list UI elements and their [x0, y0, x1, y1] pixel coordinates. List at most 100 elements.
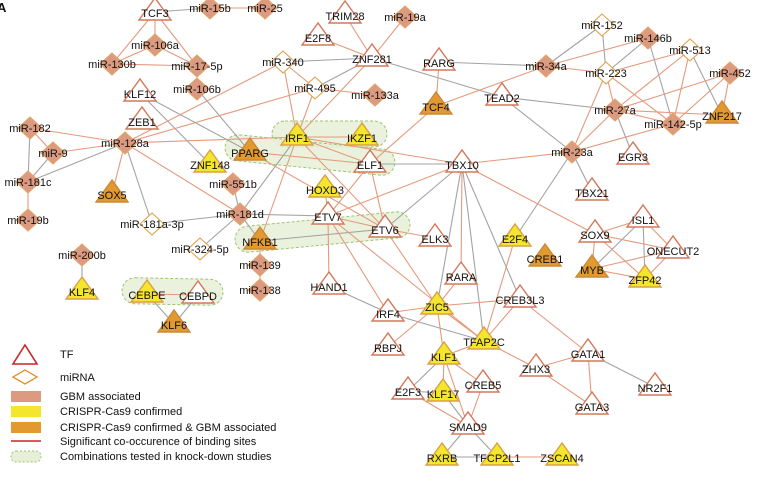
node-label: miR-182 — [9, 123, 51, 135]
node-znf281[interactable]: ZNF281 — [352, 42, 392, 67]
node-mir-340[interactable]: miR-340 — [262, 50, 304, 74]
node-smad9[interactable]: SMAD9 — [449, 410, 487, 435]
node-mir-25[interactable]: miR-25 — [247, 0, 283, 20]
node-zhx3[interactable]: ZHX3 — [518, 352, 554, 377]
node-e2f3[interactable]: E2F3 — [390, 375, 426, 400]
node-mir-106a[interactable]: miR-106a — [131, 33, 180, 57]
node-pparg[interactable]: PPARG — [231, 136, 269, 161]
node-label: ZEB1 — [128, 117, 156, 129]
node-znf217[interactable]: ZNF217 — [702, 99, 742, 124]
node-tfcp2l1[interactable]: TFCP2L1 — [473, 441, 521, 466]
node-isl1[interactable]: ISL1 — [625, 203, 661, 228]
node-label: miR-181d — [216, 209, 264, 221]
node-mir-181a-3p[interactable]: miR-181a-3p — [120, 212, 184, 236]
node-klf17[interactable]: KLF17 — [425, 377, 461, 402]
node-mir-23a[interactable]: miR-23a — [551, 140, 594, 164]
node-e2f8[interactable]: E2F8 — [300, 21, 336, 46]
node-mir-19a[interactable]: miR-19a — [384, 5, 427, 29]
node-mir-181c[interactable]: miR-181c — [4, 170, 52, 194]
node-mir-9[interactable]: miR-9 — [38, 141, 68, 165]
tf-triangle-icon — [327, 0, 363, 24]
node-e2f4[interactable]: E2F4 — [497, 222, 533, 247]
node-creb3l3[interactable]: CREB3L3 — [496, 283, 545, 308]
node-mir-324-5p[interactable]: miR-324-5p — [171, 237, 229, 261]
node-mir-139[interactable]: miR-139 — [239, 253, 281, 277]
node-mir-106b[interactable]: miR-106b — [173, 77, 221, 101]
node-nr2f1[interactable]: NR2F1 — [638, 371, 673, 396]
node-hoxd3[interactable]: HOXD3 — [306, 173, 344, 198]
node-mir-142-5p[interactable]: miR-142-5p — [644, 112, 702, 136]
node-nfkb1[interactable]: NFKB1 — [242, 225, 278, 250]
node-myb[interactable]: MYB — [574, 253, 610, 278]
node-label: ZHX3 — [522, 364, 550, 376]
node-mir-223[interactable]: miR-223 — [585, 61, 627, 85]
node-label: miR-146b — [624, 33, 672, 45]
mirna-diamond-icon — [184, 54, 210, 78]
node-klf12[interactable]: KLF12 — [122, 77, 158, 102]
node-tbx21[interactable]: TBX21 — [574, 176, 610, 201]
node-etv7[interactable]: ETV7 — [310, 200, 346, 225]
node-mir-130b[interactable]: miR-130b — [88, 52, 136, 76]
node-mir-128a[interactable]: miR-128a — [101, 131, 150, 155]
legend-both-swatch — [11, 422, 41, 433]
node-zfp42[interactable]: ZFP42 — [627, 263, 663, 288]
node-mir-17-5p[interactable]: miR-17-5p — [171, 54, 223, 78]
node-mir-146b[interactable]: miR-146b — [624, 26, 672, 50]
node-rxrb[interactable]: RXRB — [424, 441, 460, 466]
node-mir-138[interactable]: miR-138 — [239, 278, 281, 302]
node-mir-513[interactable]: miR-513 — [669, 38, 711, 62]
node-sox5[interactable]: SOX5 — [94, 178, 130, 203]
node-cebpd[interactable]: CEBPD — [179, 279, 217, 304]
other-edge-mir-106b-pparg — [196, 88, 251, 153]
node-klf1[interactable]: KLF1 — [426, 340, 462, 365]
node-zic5[interactable]: ZIC5 — [419, 290, 455, 315]
node-gata1[interactable]: GATA1 — [570, 337, 606, 362]
node-mir-152[interactable]: miR-152 — [581, 13, 623, 37]
node-creb1[interactable]: CREB1 — [527, 242, 564, 267]
node-tfap2c[interactable]: TFAP2C — [463, 325, 505, 350]
node-irf1[interactable]: IRF1 — [279, 121, 315, 146]
node-trim28[interactable]: TRIM28 — [325, 0, 365, 24]
node-mir-15b[interactable]: miR-15b — [189, 0, 231, 20]
node-elf1[interactable]: ELF1 — [352, 148, 388, 173]
node-hand1[interactable]: HAND1 — [310, 270, 348, 295]
node-mir-19b[interactable]: miR-19b — [7, 208, 49, 232]
node-irf4[interactable]: IRF4 — [370, 297, 406, 322]
node-tbx10[interactable]: TBX10 — [444, 148, 480, 173]
node-mir-551b[interactable]: miR-551b — [209, 172, 257, 196]
node-sox9[interactable]: SOX9 — [577, 218, 613, 243]
node-etv6[interactable]: ETV6 — [367, 213, 403, 238]
node-rara[interactable]: RARA — [443, 260, 479, 285]
node-mir-452[interactable]: miR-452 — [709, 61, 751, 85]
node-tcf3[interactable]: TCF3 — [137, 0, 173, 21]
tf-triangle-icon — [484, 81, 520, 106]
node-tcf4[interactable]: TCF4 — [418, 90, 454, 115]
mirna-diamond-icon — [533, 54, 559, 78]
tf-triangle-icon — [354, 42, 390, 67]
node-mir-27a[interactable]: miR-27a — [594, 98, 637, 122]
node-klf6[interactable]: KLF6 — [156, 308, 192, 333]
node-tead2[interactable]: TEAD2 — [484, 81, 520, 106]
node-klf4[interactable]: KLF4 — [64, 275, 100, 300]
node-mir-495[interactable]: miR-495 — [294, 76, 336, 100]
node-onecut2[interactable]: ONECUT2 — [647, 234, 700, 259]
node-mir-133a[interactable]: miR-133a — [351, 83, 400, 107]
node-cebpe[interactable]: CEBPE — [128, 278, 166, 303]
node-egr3[interactable]: EGR3 — [615, 140, 651, 165]
node-label: miR-142-5p — [644, 119, 701, 131]
node-elk3[interactable]: ELK3 — [417, 222, 453, 247]
node-znf148[interactable]: ZNF148 — [190, 148, 230, 173]
node-gata3[interactable]: GATA3 — [574, 390, 610, 415]
node-label: KLF1 — [431, 352, 457, 364]
node-mir-34a[interactable]: miR-34a — [525, 54, 568, 78]
node-zeb1[interactable]: ZEB1 — [124, 105, 160, 130]
node-zscan4[interactable]: ZSCAN4 — [540, 441, 584, 466]
node-mir-200b[interactable]: miR-200b — [58, 243, 106, 267]
node-rarg[interactable]: RARG — [421, 46, 457, 71]
node-ikzf1[interactable]: IKZF1 — [344, 121, 380, 146]
node-creb5[interactable]: CREB5 — [465, 368, 502, 393]
node-rbpj[interactable]: RBPJ — [370, 331, 406, 356]
node-mir-182[interactable]: miR-182 — [9, 116, 51, 140]
node-mir-181d[interactable]: miR-181d — [216, 202, 264, 226]
